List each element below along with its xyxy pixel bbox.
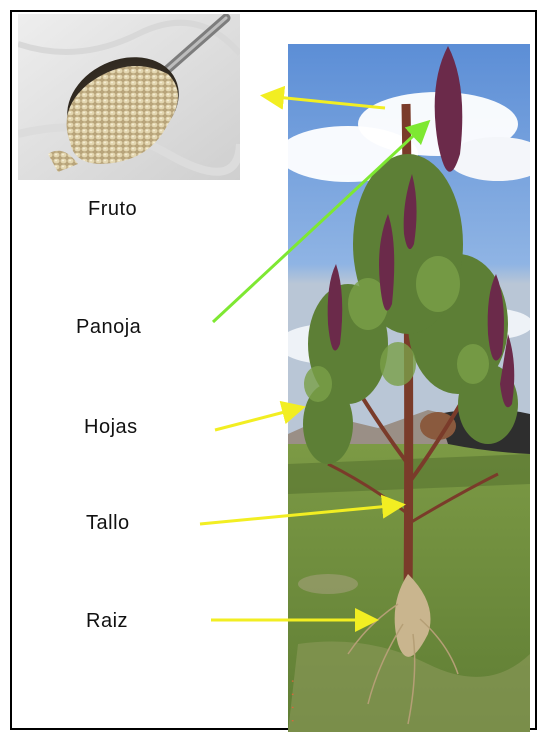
label-raiz: Raiz	[86, 610, 128, 633]
label-tallo: Tallo	[86, 512, 130, 535]
label-panoja: Panoja	[76, 316, 141, 339]
quinoa-plant-photo: · · · ·	[288, 44, 530, 732]
svg-text:· · · ·: · · · ·	[288, 678, 300, 724]
label-fruto: Fruto	[88, 198, 137, 221]
label-hojas: Hojas	[84, 416, 138, 439]
quinoa-seeds-photo	[18, 14, 240, 180]
